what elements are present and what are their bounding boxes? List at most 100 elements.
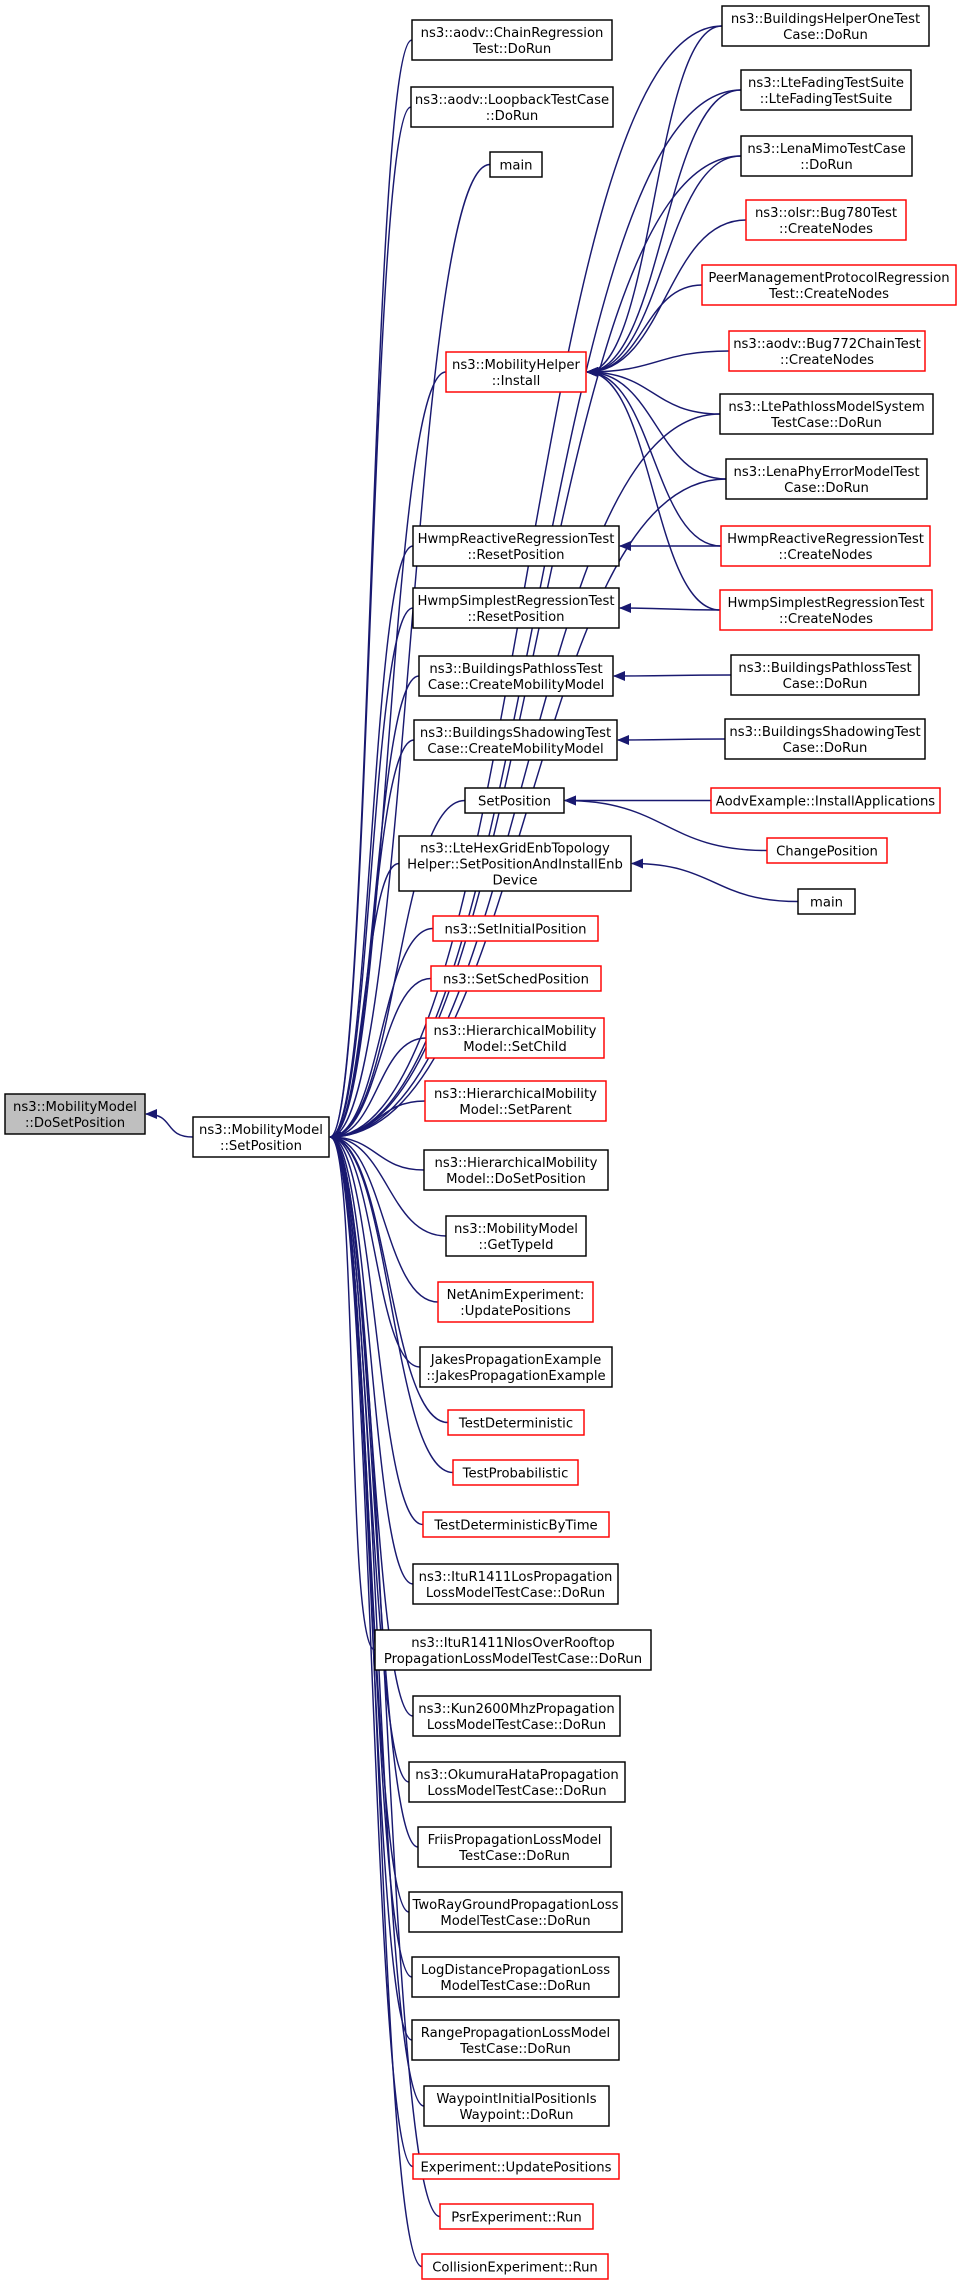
edge-hiersetchild-to-setpos: [329, 1037, 427, 1142]
node-label: ::DoRun: [486, 109, 538, 124]
node-box: [730, 654, 920, 696]
edge-aodvbug-to-install: [586, 350, 730, 377]
node-tworay[interactable]: TwoRayGroundPropagationLossModelTestCase…: [408, 1891, 623, 1933]
node-label: ::CreateNodes: [779, 222, 873, 237]
node-psr[interactable]: PsrExperiment::Run: [439, 2203, 594, 2230]
node-box: [412, 1563, 619, 1605]
node-label: Test::CreateNodes: [768, 287, 889, 302]
node-hierdoset[interactable]: ns3::HierarchicalMobilityModel::DoSetPos…: [423, 1149, 609, 1191]
node-logdist[interactable]: LogDistancePropagationLossModelTestCase:…: [411, 1956, 620, 1998]
edge-aodvloop-to-setpos: [329, 106, 412, 1142]
node-testprob[interactable]: TestProbabilistic: [452, 1459, 579, 1486]
node-ltefading[interactable]: ns3::LteFadingTestSuite::LteFadingTestSu…: [740, 69, 912, 111]
node-netanim[interactable]: NetAnimExperiment::UpdatePositions: [437, 1281, 594, 1323]
node-label: RangePropagationLossModel: [421, 2026, 610, 2041]
node-box: [797, 888, 856, 915]
node-peermgmt[interactable]: PeerManagementProtocolRegressionTest::Cr…: [701, 264, 957, 306]
node-gettypeid[interactable]: ns3::MobilityModel::GetTypeId: [445, 1215, 587, 1257]
node-root[interactable]: ns3::MobilityModel::DoSetPosition: [4, 1093, 146, 1135]
edge-hwmpsimreset-to-setpos: [329, 607, 414, 1142]
node-bshadmodel[interactable]: ns3::BuildingsShadowingTestCase::CreateM…: [413, 719, 618, 761]
node-hwmpreset[interactable]: HwmpReactiveRegressionTest::ResetPositio…: [412, 525, 620, 567]
node-jakes[interactable]: JakesPropagationExample::JakesPropagatio…: [419, 1346, 613, 1388]
node-aodvinstall[interactable]: AodvExample::InstallApplications: [710, 787, 941, 814]
node-setposition[interactable]: SetPosition: [464, 787, 565, 814]
node-changepos[interactable]: ChangePosition: [766, 837, 888, 864]
edge-setpos-to-root: [145, 1109, 194, 1138]
node-olsrbug[interactable]: ns3::olsr::Bug780Test::CreateNodes: [745, 199, 907, 241]
node-box: [4, 1093, 146, 1135]
node-setsched[interactable]: ns3::SetSchedPosition: [430, 965, 602, 992]
node-label: ::JakesPropagationExample: [426, 1369, 605, 1384]
edge-collision-to-setpos: [329, 1132, 423, 2268]
node-box: [411, 2019, 620, 2061]
node-label: ns3::HierarchicalMobility: [434, 1087, 597, 1102]
node-testdetbytime[interactable]: TestDeterministicByTime: [422, 1511, 610, 1538]
node-main2[interactable]: main: [797, 888, 856, 915]
edge-layer: [145, 25, 799, 2268]
node-aodvbug[interactable]: ns3::aodv::Bug772ChainTest::CreateNodes: [728, 330, 926, 372]
node-setpos[interactable]: ns3::MobilityModel::SetPosition: [192, 1116, 330, 1158]
node-itulos[interactable]: ns3::ItuR1411LosPropagationLossModelTest…: [412, 1563, 619, 1605]
node-box: [423, 1149, 609, 1191]
node-lenamimo[interactable]: ns3::LenaMimoTestCase::DoRun: [740, 135, 913, 177]
node-label: CollisionExperiment::Run: [432, 2261, 598, 2276]
node-main1[interactable]: main: [489, 151, 543, 178]
node-expupdate[interactable]: Experiment::UpdatePositions: [412, 2153, 620, 2180]
node-bpathmodel[interactable]: ns3::BuildingsPathlossTestCase::CreateMo…: [418, 655, 614, 697]
node-label: ns3::aodv::LoopbackTestCase: [415, 93, 609, 108]
node-install[interactable]: ns3::MobilityHelper::Install: [445, 351, 587, 393]
node-box: [437, 1281, 594, 1323]
node-label: ns3::BuildingsShadowingTest: [729, 725, 920, 740]
node-label: ::DoSetPosition: [25, 1116, 125, 1131]
node-hwmpsimcreate[interactable]: HwmpSimplestRegressionTest::CreateNodes: [719, 589, 933, 631]
node-ltepath[interactable]: ns3::LtePathlossModelSystemTestCase::DoR…: [719, 393, 934, 435]
edge-hwmpsimcreate-to-install: [586, 367, 721, 611]
node-label: ns3::aodv::Bug772ChainTest: [733, 337, 921, 352]
node-label: ModelTestCase::DoRun: [440, 1979, 590, 1994]
node-label: ::ResetPosition: [467, 548, 564, 563]
node-okumura[interactable]: ns3::OkumuraHataPropagationLossModelTest…: [408, 1761, 626, 1803]
node-testdet[interactable]: TestDeterministic: [447, 1409, 585, 1436]
node-kun[interactable]: ns3::Kun2600MhzPropagationLossModelTestC…: [412, 1695, 621, 1737]
node-box: [432, 915, 599, 942]
node-aodvloop[interactable]: ns3::aodv::LoopbackTestCase::DoRun: [410, 86, 614, 128]
node-label: ns3::BuildingsPathlossTest: [429, 662, 602, 677]
node-hwmpcreate[interactable]: HwmpReactiveRegressionTest::CreateNodes: [720, 525, 931, 567]
node-box: [423, 2085, 610, 2127]
edge-waypoint-to-setpos: [329, 1132, 425, 2107]
node-label: PeerManagementProtocolRegression: [708, 271, 949, 286]
node-box: [421, 2253, 609, 2280]
node-box: [445, 351, 587, 393]
node-itunlos[interactable]: ns3::ItuR1411NlosOverRooftopPropagationL…: [374, 1629, 652, 1671]
node-label: Experiment::UpdatePositions: [420, 2161, 611, 2176]
node-label: Case::DoRun: [784, 481, 869, 496]
node-box: [464, 787, 565, 814]
node-label: ns3::BuildingsHelperOneTest: [731, 12, 920, 27]
node-collision[interactable]: CollisionExperiment::Run: [421, 2253, 609, 2280]
node-label: ::CreateNodes: [779, 548, 873, 563]
edge-expupdate-to-setpos: [329, 1132, 414, 2168]
node-hwmpsimreset[interactable]: HwmpSimplestRegressionTest::ResetPositio…: [412, 587, 620, 629]
node-label: ns3::LteFadingTestSuite: [748, 76, 904, 91]
node-ltehex[interactable]: ns3::LteHexGridEnbTopologyHelper::SetPos…: [398, 835, 632, 892]
node-label: Case::DoRun: [783, 677, 868, 692]
node-label: Model::SetChild: [463, 1040, 566, 1055]
node-label: PropagationLossModelTestCase::DoRun: [384, 1652, 642, 1667]
node-box: [725, 458, 928, 500]
node-setinit[interactable]: ns3::SetInitialPosition: [432, 915, 599, 942]
node-label: ModelTestCase::DoRun: [440, 1914, 590, 1929]
node-label: ns3::ItuR1411LosPropagation: [419, 1570, 613, 1585]
node-label: ::DoRun: [800, 158, 852, 173]
node-label: Case::CreateMobilityModel: [428, 678, 604, 693]
node-hiersetparent[interactable]: ns3::HierarchicalMobilityModel::SetParen…: [424, 1080, 607, 1122]
